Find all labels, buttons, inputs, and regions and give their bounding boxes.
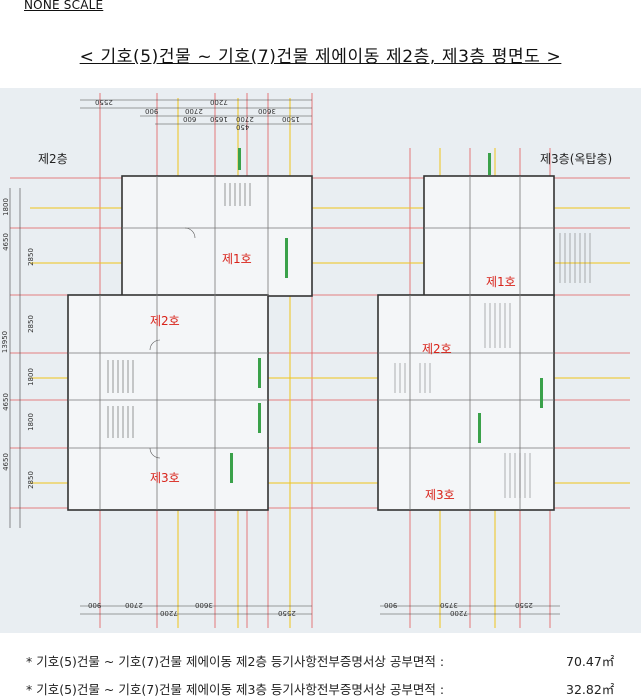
dimension-label-left: 1800 (1, 198, 10, 216)
dimension-label-top: 450 (236, 123, 250, 131)
dimension-label-left: 2850 (26, 315, 35, 333)
dimension-label-bottom: 2550 (515, 601, 533, 609)
dimension-label-bottom: 900 (88, 601, 102, 609)
dimension-label-left: 13950 (1, 330, 10, 354)
floor2-unit2-label: 제2호 (150, 314, 180, 328)
footnote-floor2-value: 70.47㎡ (566, 654, 615, 669)
dimension-label-bottom: 2550 (278, 609, 296, 617)
dimension-label-bottom: 7200 (160, 609, 178, 617)
footnote-text: * 기호(5)건물 ~ 기호(7)건물 제에이동 제3층 등기사항전부증명서상 … (26, 682, 445, 697)
dimension-label-top: 2550 (95, 98, 113, 106)
floor3-unit1-label: 제1호 (486, 275, 516, 289)
footnote-text: * 기호(5)건물 ~ 기호(7)건물 제에이동 제2층 등기사항전부증명서상 … (26, 654, 445, 669)
footnote-floor2-area: * 기호(5)건물 ~ 기호(7)건물 제에이동 제2층 등기사항전부증명서상 … (26, 651, 444, 670)
floor3-unit3-label: 제3호 (425, 488, 455, 502)
footnote-floor3-value: 32.82㎡ (566, 682, 615, 697)
dimension-label-top: 1650 (210, 115, 228, 123)
dimension-label-bottom: 900 (384, 601, 398, 609)
floor2-unit3-label: 제3호 (150, 471, 180, 485)
dimension-label-left: 4650 (1, 233, 10, 251)
dimension-label-bottom: 3600 (195, 601, 213, 609)
dimension-label-left: 1800 (26, 413, 35, 431)
dimension-label-left: 2850 (26, 248, 35, 266)
scale-label: NONE SCALE (24, 0, 104, 12)
floor-plan-drawing: 7200 2550 900 2700 3600 2700 600 1650 45… (0, 88, 641, 633)
floor2-unit1-label: 제1호 (222, 252, 252, 266)
dimension-label-bottom: 3750 (440, 601, 458, 609)
dimension-label-left: 4650 (1, 393, 10, 411)
dimension-label-top: 7200 (210, 98, 228, 106)
dimension-label-top: 1500 (282, 115, 300, 123)
floor3-unit2-label: 제2호 (422, 342, 452, 356)
footnote-floor3-area: * 기호(5)건물 ~ 기호(7)건물 제에이동 제3층 등기사항전부증명서상 … (26, 679, 444, 698)
page-title: < 기호(5)건물 ~ 기호(7)건물 제에이동 제2층, 제3층 평면도 > (79, 47, 562, 67)
dimension-label-top: 2700 (185, 107, 203, 115)
dimension-label-top: 2700 (236, 115, 254, 123)
dimension-label-top: 3600 (258, 107, 276, 115)
dimension-label-top: 900 (145, 107, 159, 115)
dimension-label-bottom: 2700 (125, 601, 143, 609)
floor-plan-graphic (9, 93, 630, 628)
dimension-label-top: 600 (183, 115, 197, 123)
dimension-label-left: 1800 (26, 368, 35, 386)
dimension-label-left: 2850 (26, 471, 35, 489)
dimension-label-bottom: 7200 (450, 609, 468, 617)
dimension-label-left: 4650 (1, 453, 10, 471)
floor2-label: 제2층 (38, 152, 68, 166)
floor3-label: 제3층(옥탑층) (540, 152, 613, 166)
